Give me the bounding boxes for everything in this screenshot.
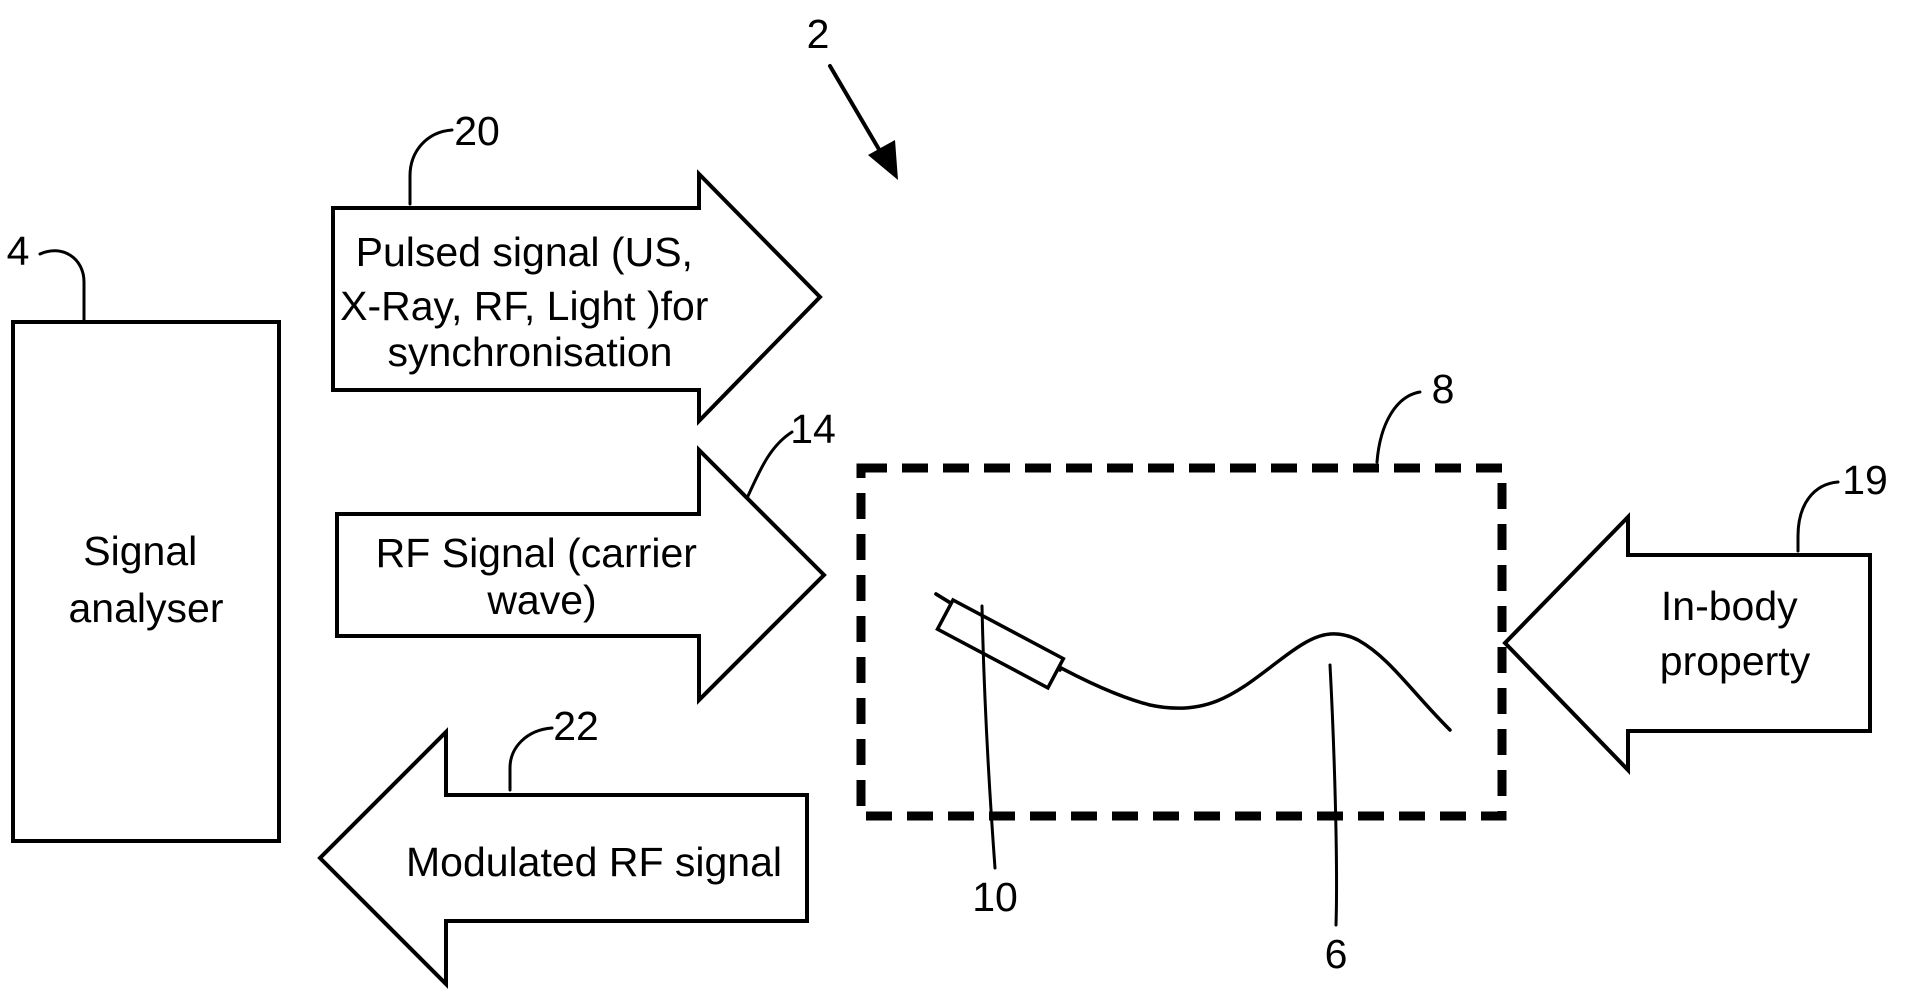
in-body-property-line-1: In-body (1661, 583, 1798, 629)
modulated-rf-leader (510, 728, 552, 790)
body-region-leader (1377, 392, 1420, 462)
sensor-chip (938, 600, 1064, 688)
sensor-ref: 10 (972, 874, 1018, 920)
signal-analyser-ref: 4 (7, 228, 30, 274)
figure-ref-arrowhead (868, 140, 898, 180)
pulsed-signal-line-2: X-Ray, RF, Light )for (340, 283, 708, 329)
in-body-property-arrow: In-body property 19 (1505, 457, 1888, 770)
modulated-rf-label: Modulated RF signal (406, 839, 782, 885)
pulsed-signal-label: Pulsed signal (US, X-Ray, RF, Light )for… (340, 229, 720, 375)
pulsed-signal-ref: 20 (454, 108, 500, 154)
signal-analyser-line-1: Signal (83, 528, 197, 574)
pulsed-signal-line-3: synchronisation (388, 329, 673, 375)
rf-signal-arrow: RF Signal (carrier wave) 14 (337, 406, 836, 700)
body-region-ref: 8 (1432, 366, 1455, 412)
signal-analyser-box (13, 322, 279, 841)
rf-signal-line-2: wave) (486, 577, 596, 623)
in-body-property-leader (1798, 482, 1838, 551)
figure-ref-arrow-shaft (830, 66, 887, 163)
implant-device: 10 6 (936, 594, 1450, 977)
rf-signal-ref: 14 (790, 406, 836, 452)
signal-analyser-line-2: analyser (69, 585, 224, 631)
figure-ref-label: 2 (807, 11, 830, 57)
pulsed-signal-arrow: Pulsed signal (US, X-Ray, RF, Light )for… (333, 108, 820, 421)
rf-signal-line-1: RF Signal (carrier (376, 530, 697, 576)
modulated-rf-arrow: Modulated RF signal 22 (320, 703, 807, 984)
pulsed-signal-line-1: Pulsed signal (US, (356, 229, 693, 275)
pulsed-signal-leader (410, 130, 452, 204)
rf-signal-leader (748, 432, 792, 496)
in-body-property-ref: 19 (1842, 457, 1888, 503)
in-body-property-line-2: property (1660, 638, 1811, 684)
device-leader (1330, 665, 1337, 925)
signal-analyser-block: Signal analyser 4 (7, 228, 279, 841)
device-ref: 6 (1325, 931, 1348, 977)
body-region-box (861, 468, 1502, 816)
body-region: 8 (861, 366, 1502, 816)
modulated-rf-ref: 22 (553, 703, 599, 749)
signal-analyser-leader (40, 251, 84, 320)
